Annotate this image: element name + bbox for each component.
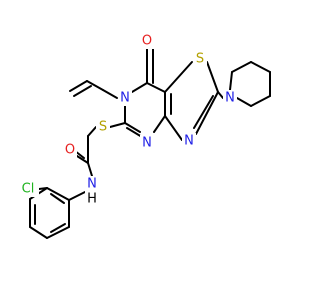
- atom-label-n-piperidine: N: [225, 91, 235, 106]
- atom-label-s-thioether: S: [99, 120, 107, 135]
- atom-label-n3: N: [184, 134, 194, 149]
- bond-line-0: [69, 80, 88, 92]
- bond-line-16: [195, 91, 219, 135]
- bond-line-2: [86, 80, 104, 91]
- bond-line-1: [73, 85, 92, 97]
- atom-label-n6: N: [120, 91, 130, 106]
- atom-n6: N: [118, 90, 132, 106]
- bond-line-29: [76, 155, 89, 164]
- bond-line-17: [193, 95, 214, 129]
- atom-label-n4: N: [142, 136, 152, 151]
- bond-line-14: [164, 61, 193, 93]
- atom-label-nh-amide: N: [87, 177, 97, 192]
- bond-line-3: [102, 89, 118, 99]
- bond-line-20: [236, 97, 252, 107]
- atom-n-piperidine: N: [223, 90, 237, 106]
- atom-o-carbonyl-ring: O: [140, 33, 154, 49]
- bond-line-4: [131, 82, 148, 93]
- bond-line-10: [153, 115, 166, 133]
- atom-label-o-carbonyl-ring: O: [142, 34, 152, 49]
- atom-o-amide: O: [63, 142, 77, 158]
- bond-line-26: [109, 122, 126, 128]
- atom-cl: Cl: [17, 181, 39, 197]
- atom-label-layer: O S N N S N N O: [17, 33, 237, 207]
- bond-layer: [29, 48, 271, 239]
- bond-line-12: [126, 127, 143, 138]
- bond-line-32: [68, 191, 86, 201]
- bond-line-15: [206, 61, 219, 93]
- atom-n4: N: [140, 135, 154, 151]
- molecule-structure-diagram: O S N N S N N O: [17, 33, 271, 239]
- bond-line-27: [87, 126, 97, 137]
- atom-nh-amide: N H: [85, 176, 99, 207]
- atom-label-h-amide: H: [87, 192, 97, 207]
- atom-label-o-amide: O: [65, 143, 75, 158]
- atom-s-thiazole: S: [193, 51, 207, 67]
- atom-label-cl: Cl: [22, 182, 35, 197]
- bond-line-31: [87, 162, 93, 177]
- bond-line-7: [146, 82, 166, 93]
- bond-line-11: [124, 122, 141, 133]
- atom-label-s-thiazole: S: [196, 52, 204, 67]
- bond-line-25: [229, 71, 233, 91]
- bond-line-33: [46, 187, 70, 201]
- bond-line-41: [50, 223, 66, 233]
- bond-line-42: [50, 193, 65, 204]
- bond-line-21: [250, 95, 271, 107]
- atom-n3: N: [182, 133, 196, 149]
- bond-line-24: [231, 61, 252, 73]
- bond-line-38: [46, 226, 70, 239]
- bond-line-23: [250, 61, 271, 73]
- atom-s-thioether: S: [96, 119, 110, 135]
- bond-line-37: [29, 226, 48, 239]
- bond-line-18: [164, 115, 183, 141]
- bond-line-19: [217, 91, 224, 99]
